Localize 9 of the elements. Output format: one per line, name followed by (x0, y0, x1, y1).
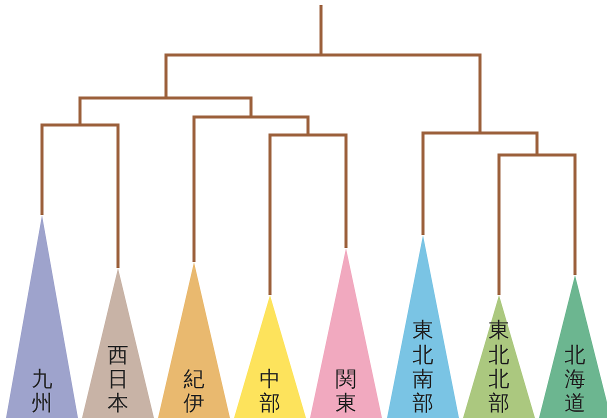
region-label: 関東 (335, 366, 357, 415)
region-label: 北海道 (564, 342, 586, 415)
region-label: 九州 (31, 366, 53, 415)
region-label: 東北北部 (488, 318, 510, 415)
region-label: 中部 (259, 366, 281, 415)
region-label: 西日本 (107, 342, 129, 415)
region-label: 紀伊 (183, 366, 205, 415)
tree-branch-line (320, 5, 576, 275)
region-label: 東北南部 (412, 318, 434, 415)
